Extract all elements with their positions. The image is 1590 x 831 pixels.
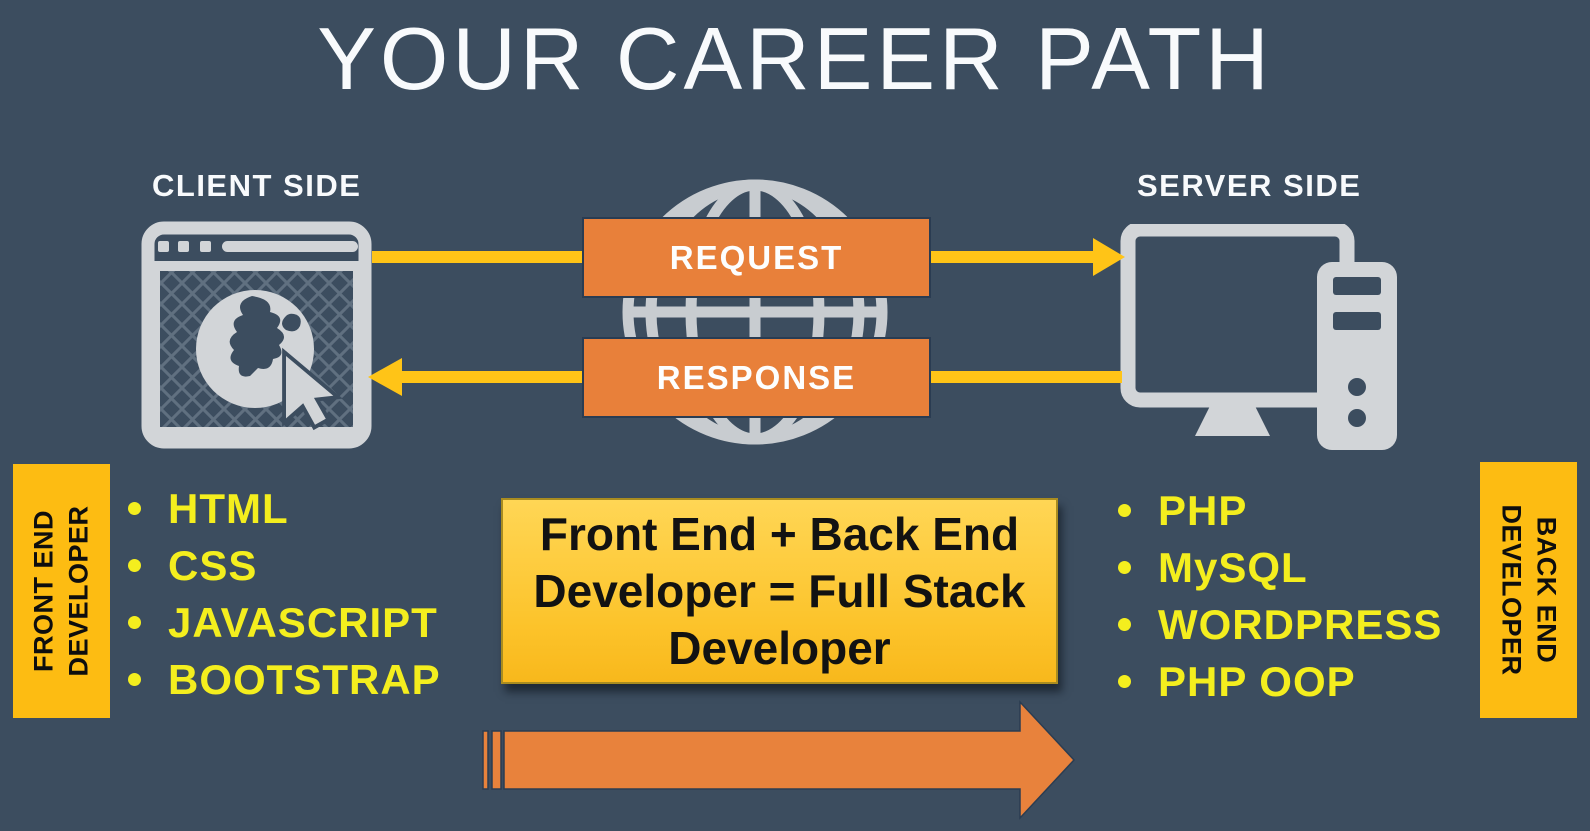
front-end-role-line1: FRONT END [28,510,59,673]
request-arrowhead-icon [1093,238,1125,276]
bullet-icon [128,502,141,515]
bullet-icon [128,673,141,686]
bullet-icon [1118,504,1131,517]
request-line-right [931,251,1093,263]
list-item: PHP [1118,482,1442,539]
full-stack-summary-box: Front End + Back End Developer = Full St… [501,498,1058,684]
back-end-role-line2: DEVELOPER [1496,504,1527,676]
bullet-icon [1118,675,1131,688]
summary-line2: Developer = Full Stack [533,564,1026,617]
bullet-icon [128,616,141,629]
list-item: WORDPRESS [1118,596,1442,653]
skill-label: CSS [168,541,258,589]
browser-button-icon [178,241,189,252]
response-arrowhead-icon [368,358,402,396]
skill-label: PHP OOP [1158,657,1356,705]
striped-right-arrow-icon [482,700,1076,820]
request-box: REQUEST [582,217,931,298]
skill-label: PHP [1158,486,1248,534]
page-title: YOUR CAREER PATH [317,9,1273,108]
client-side-heading: CLIENT SIDE [152,168,362,203]
client-skill-list: HTML CSS JAVASCRIPT BOOTSTRAP [128,480,441,708]
desktop-computer-icon [1120,224,1397,450]
bullet-icon [128,559,141,572]
back-end-role-line1: BACK END [1531,516,1562,664]
response-box: RESPONSE [582,337,931,418]
server-side-heading: SERVER SIDE [1137,168,1362,203]
list-item: CSS [128,537,441,594]
list-item: JAVASCRIPT [128,594,441,651]
bullet-icon [1118,618,1131,631]
summary-line3: Developer [668,621,891,674]
response-line-left [400,371,582,383]
monitor-icon [1120,224,1355,408]
browser-button-icon [200,241,211,252]
summary-line1: Front End + Back End [539,507,1020,560]
list-item: PHP OOP [1118,653,1442,710]
list-item: MySQL [1118,539,1442,596]
front-end-developer-ribbon: FRONT END DEVELOPER [13,464,110,718]
tower-icon [1317,262,1397,450]
browser-window-icon [141,221,372,449]
skill-label: BOOTSTRAP [168,655,441,703]
list-item: BOOTSTRAP [128,651,441,708]
back-end-developer-ribbon: BACK END DEVELOPER [1480,462,1577,718]
front-end-role-line2: DEVELOPER [63,505,94,677]
skill-label: WORDPRESS [1158,600,1443,648]
browser-address-bar-icon [222,241,358,252]
skill-label: HTML [168,484,289,532]
response-line-right [931,371,1122,383]
response-label: RESPONSE [656,358,857,396]
list-item: HTML [128,480,441,537]
bullet-icon [1118,561,1131,574]
request-line-left [372,251,582,263]
cursor-arrow-icon [282,347,343,431]
skill-label: JAVASCRIPT [168,598,438,646]
server-skill-list: PHP MySQL WORDPRESS PHP OOP [1118,482,1442,710]
browser-button-icon [158,241,169,252]
request-label: REQUEST [669,238,844,276]
skill-label: MySQL [1158,543,1308,591]
